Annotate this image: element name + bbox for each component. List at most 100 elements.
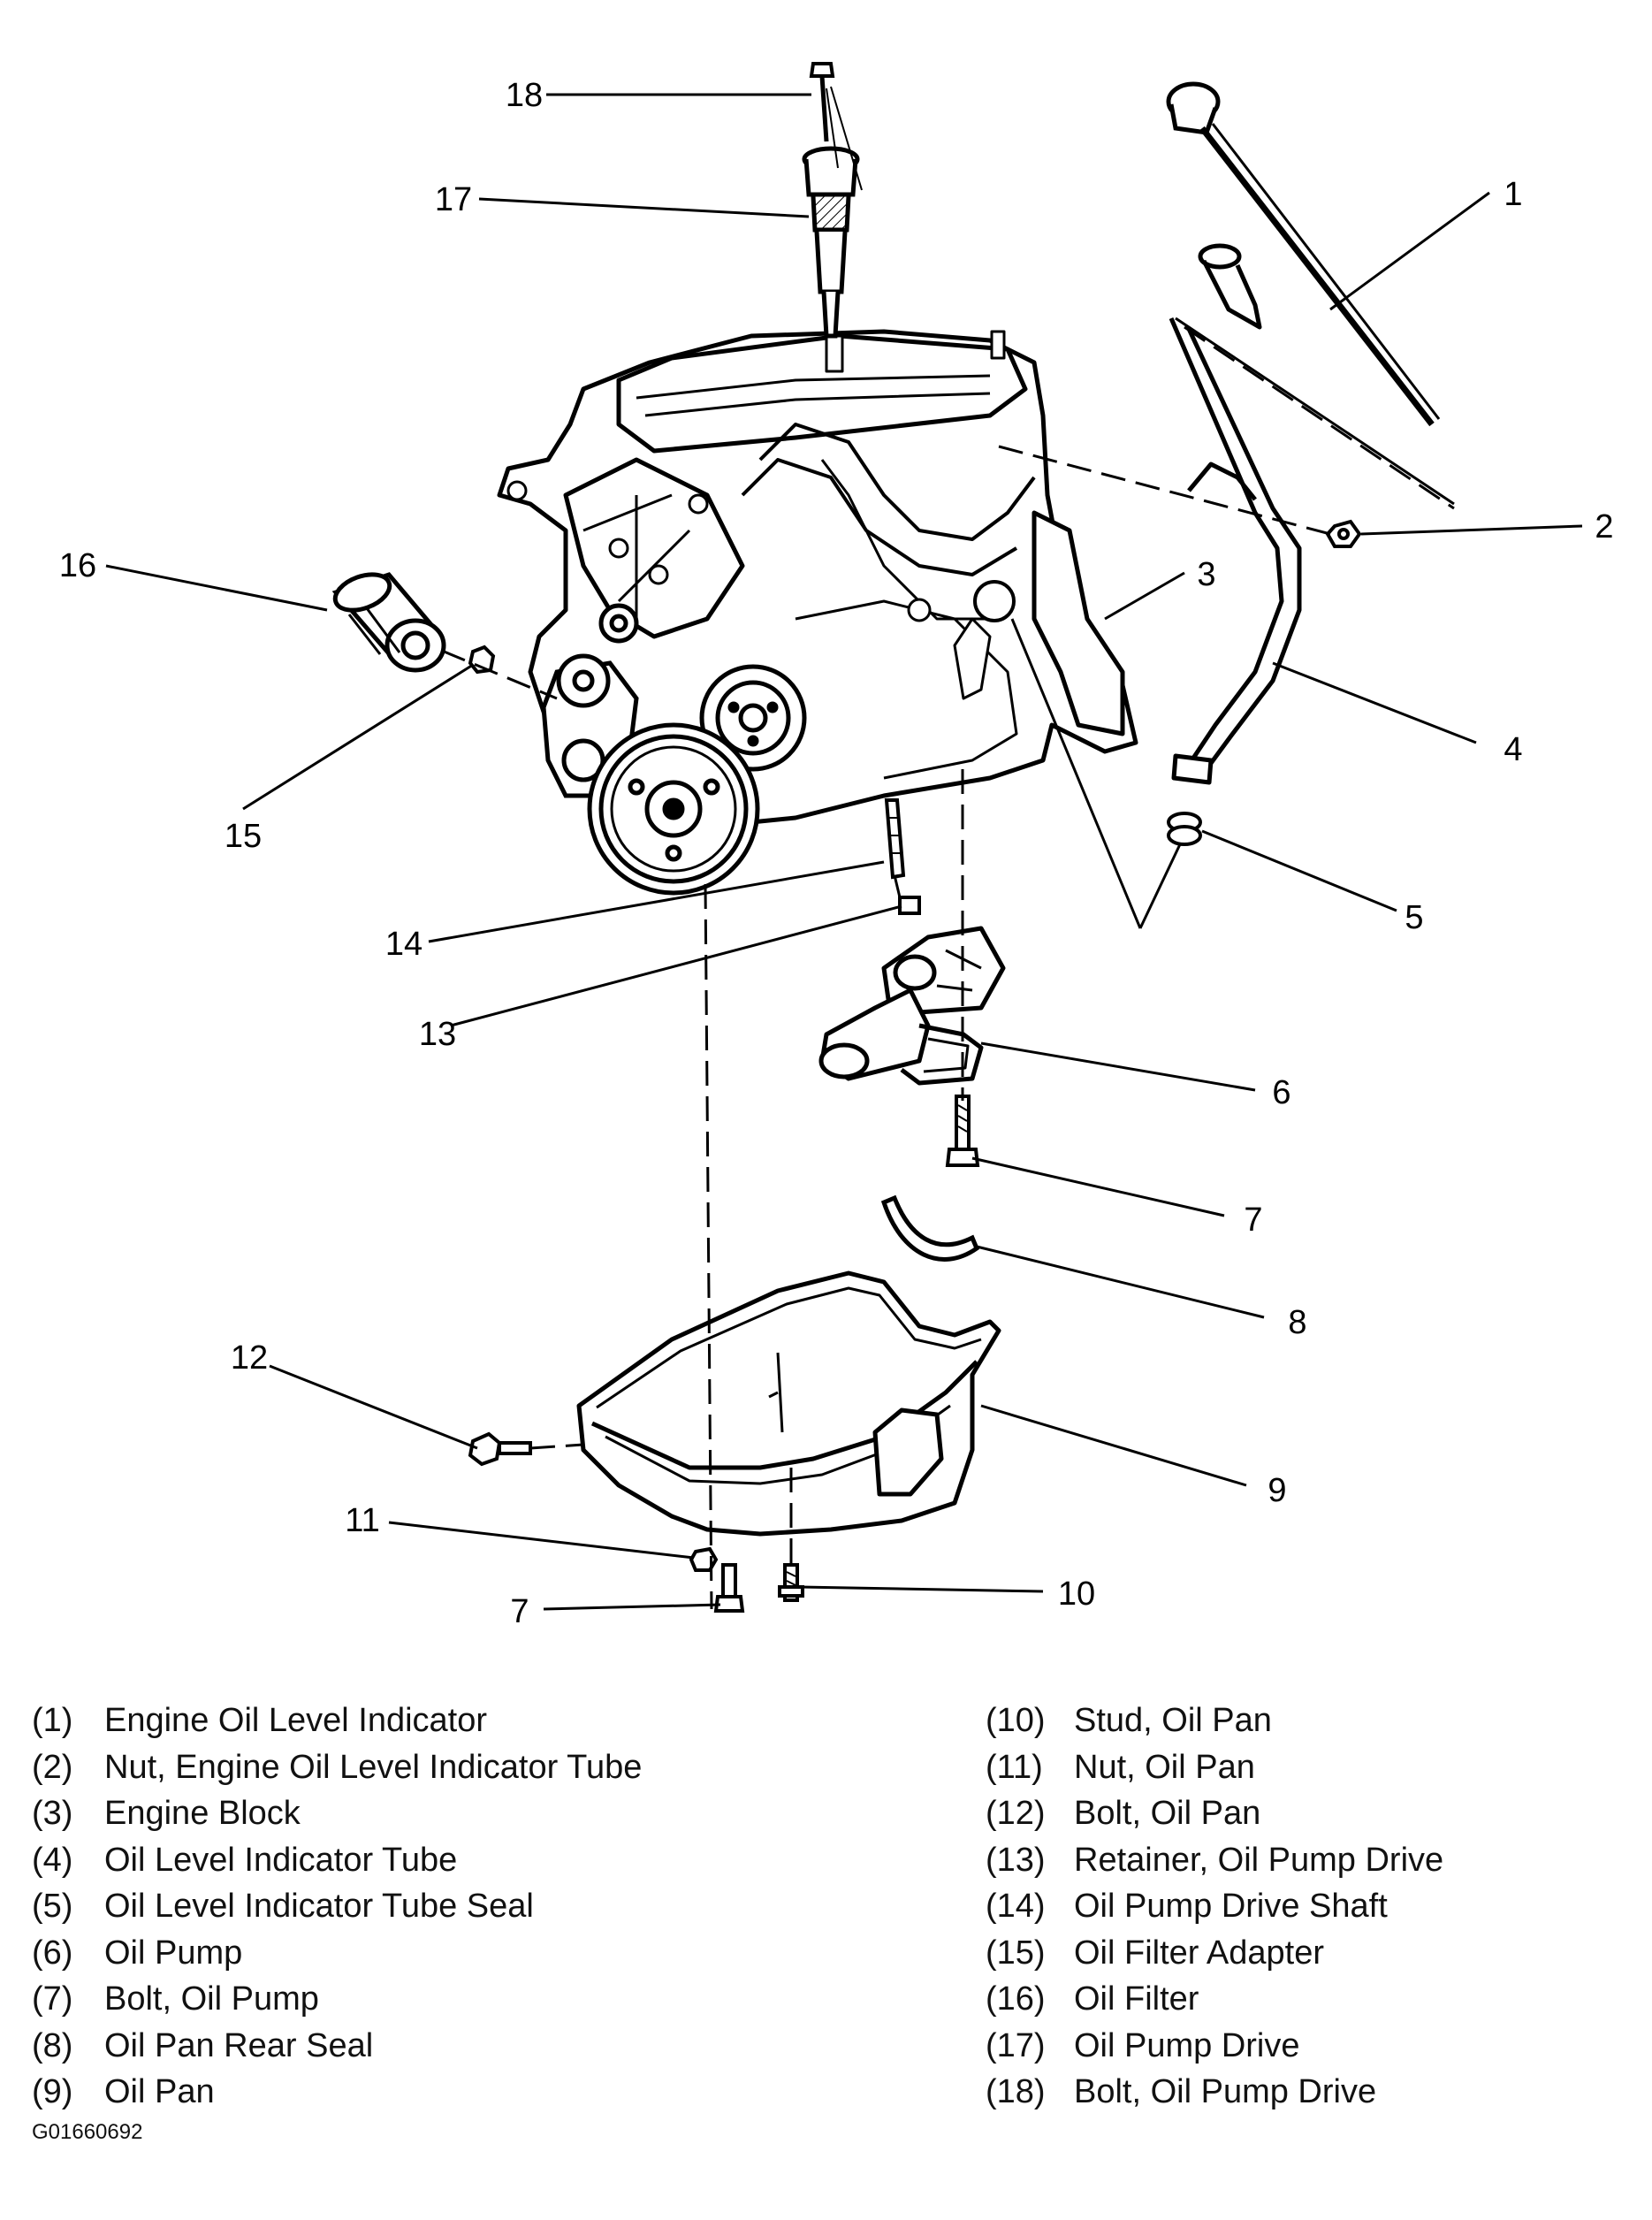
legend-item: (4) Oil Level Indicator Tube bbox=[32, 1837, 642, 1884]
oil-pan-bolt bbox=[468, 1431, 532, 1467]
legend-text: Oil Pump Drive Shaft bbox=[1074, 1888, 1388, 1925]
assembly-lines bbox=[441, 325, 1455, 1610]
callout-7: 7 bbox=[1244, 1202, 1262, 1239]
legend-item: (14) Oil Pump Drive Shaft bbox=[986, 1883, 1443, 1930]
legend-text: Oil Filter bbox=[1074, 1980, 1199, 2018]
legend-item: (16) Oil Filter bbox=[986, 1976, 1443, 2023]
legend-text: Bolt, Oil Pump bbox=[104, 1980, 319, 2018]
oil-pan-nut bbox=[689, 1546, 719, 1572]
legend-number: (13) bbox=[986, 1841, 1046, 1879]
callout-6: 6 bbox=[1272, 1074, 1290, 1111]
legend-number: (17) bbox=[986, 2026, 1046, 2064]
legend-item: (10) Stud, Oil Pan bbox=[986, 1697, 1443, 1744]
legend-number: (18) bbox=[986, 2073, 1046, 2110]
legend-item: (3) Engine Block bbox=[32, 1790, 642, 1837]
callout-18: 18 bbox=[506, 77, 543, 114]
callout-5: 5 bbox=[1405, 899, 1423, 936]
legend-number: (3) bbox=[32, 1795, 73, 1832]
oil-pump bbox=[818, 926, 1006, 1086]
legend-text: Retainer, Oil Pump Drive bbox=[1074, 1841, 1444, 1879]
tube-seal bbox=[1167, 812, 1202, 846]
legend-text: Stud, Oil Pan bbox=[1074, 1702, 1272, 1739]
legend-text: Engine Oil Level Indicator bbox=[104, 1702, 488, 1739]
oil-pan-bolt-7 bbox=[713, 1563, 745, 1613]
legend-text: Bolt, Oil Pump Drive bbox=[1074, 2073, 1377, 2110]
callout-10: 10 bbox=[1058, 1575, 1095, 1613]
block-pointer-lines bbox=[1010, 317, 1455, 929]
legend-number: (10) bbox=[986, 1702, 1046, 1739]
legend-text: Oil Level Indicator Tube bbox=[104, 1841, 458, 1879]
legend-item: (17) Oil Pump Drive bbox=[986, 2023, 1443, 2070]
callout-17: 17 bbox=[435, 181, 472, 218]
legend-text: Bolt, Oil Pan bbox=[1074, 1795, 1261, 1832]
legend-item: (8) Oil Pan Rear Seal bbox=[32, 2023, 642, 2070]
callout-13: 13 bbox=[419, 1016, 456, 1053]
dipstick bbox=[1166, 81, 1441, 427]
legend-number: (14) bbox=[986, 1888, 1046, 1925]
legend-text: Oil Pan bbox=[104, 2073, 215, 2110]
legend-number: (2) bbox=[32, 1748, 73, 1786]
dipstick-tube bbox=[1169, 243, 1302, 785]
drive-retainer bbox=[898, 896, 921, 915]
figure-id: G01660692 bbox=[32, 2120, 143, 2144]
legend-number: (1) bbox=[32, 1702, 73, 1739]
legend-number: (4) bbox=[32, 1841, 73, 1879]
legend-text: Nut, Oil Pan bbox=[1074, 1748, 1255, 1786]
legend-text: Oil Filter Adapter bbox=[1074, 1934, 1324, 1972]
legend-right: (10) Stud, Oil Pan (11) Nut, Oil Pan (12) B… bbox=[986, 1697, 1443, 2116]
crankshaft-pulley bbox=[587, 722, 760, 896]
legend-left: (1) Engine Oil Level Indicator (2) Nut, En… bbox=[32, 1697, 642, 2116]
legend-text: Nut, Engine Oil Level Indicator Tube bbox=[104, 1748, 643, 1786]
oil-pan-rear-seal bbox=[880, 1194, 980, 1262]
callout-2: 2 bbox=[1595, 508, 1613, 545]
legend-item: (15) Oil Filter Adapter bbox=[986, 1930, 1443, 1977]
legend-item: (13) Retainer, Oil Pump Drive bbox=[986, 1837, 1443, 1884]
legend-number: (15) bbox=[986, 1934, 1046, 1972]
legend-text: Oil Pump bbox=[104, 1934, 243, 1972]
legend-number: (5) bbox=[32, 1888, 73, 1925]
callout-numbers: 1 2 3 4 5 6 7 8 9 10 11 12 13 14 15 16 1… bbox=[59, 77, 1614, 1630]
legend-number: (6) bbox=[32, 1934, 73, 1972]
legend-item: (6) Oil Pump bbox=[32, 1930, 642, 1977]
legend-text: Oil Pan Rear Seal bbox=[104, 2026, 374, 2064]
legend-text: Engine Block bbox=[104, 1795, 301, 1832]
legend-item: (1) Engine Oil Level Indicator bbox=[32, 1697, 642, 1744]
legend-number: (16) bbox=[986, 1980, 1046, 2018]
legend-text: Oil Level Indicator Tube Seal bbox=[104, 1888, 534, 1925]
oil-pump-bolt bbox=[945, 1095, 980, 1167]
drive-shaft bbox=[884, 798, 906, 880]
legend-item: (2) Nut, Engine Oil Level Indicator Tube bbox=[32, 1744, 642, 1791]
leader-lines bbox=[105, 93, 1583, 1611]
callout-1: 1 bbox=[1504, 176, 1522, 213]
legend-item: (12) Bolt, Oil Pan bbox=[986, 1790, 1443, 1837]
legend-number: (11) bbox=[986, 1748, 1043, 1786]
callout-16: 16 bbox=[59, 547, 96, 584]
callout-15: 15 bbox=[225, 818, 262, 855]
legend-item: (7) Bolt, Oil Pump bbox=[32, 1976, 642, 2023]
legend-text: Oil Pump Drive bbox=[1074, 2026, 1300, 2064]
oil-pan-stud bbox=[778, 1563, 804, 1602]
oil-pan bbox=[576, 1270, 1001, 1537]
callout-4: 4 bbox=[1504, 731, 1522, 768]
callout-11: 11 bbox=[345, 1502, 379, 1539]
engine-block bbox=[497, 329, 1138, 829]
legend-number: (12) bbox=[986, 1795, 1046, 1832]
callout-12: 12 bbox=[231, 1339, 268, 1377]
drive-bolt bbox=[809, 62, 863, 191]
legend-item: (9) Oil Pan bbox=[32, 2069, 642, 2116]
legend-number: (9) bbox=[32, 2073, 73, 2110]
exploded-view-diagram: 1 2 3 4 5 6 7 8 9 10 11 12 13 14 15 16 1… bbox=[59, 62, 1614, 1630]
callout-7b: 7 bbox=[510, 1593, 529, 1630]
legend-number: (8) bbox=[32, 2026, 73, 2064]
callout-9: 9 bbox=[1268, 1472, 1286, 1509]
callout-3: 3 bbox=[1197, 556, 1215, 593]
legend-item: (11) Nut, Oil Pan bbox=[986, 1744, 1443, 1791]
legend-item: (18) Bolt, Oil Pump Drive bbox=[986, 2069, 1443, 2116]
callout-14: 14 bbox=[385, 926, 423, 963]
tube-nut bbox=[1325, 519, 1362, 548]
oil-pump-drive bbox=[802, 146, 860, 339]
legend-number: (7) bbox=[32, 1980, 73, 2018]
oil-filter bbox=[331, 572, 446, 673]
legend-item: (5) Oil Level Indicator Tube Seal bbox=[32, 1883, 642, 1930]
callout-8: 8 bbox=[1288, 1304, 1306, 1341]
